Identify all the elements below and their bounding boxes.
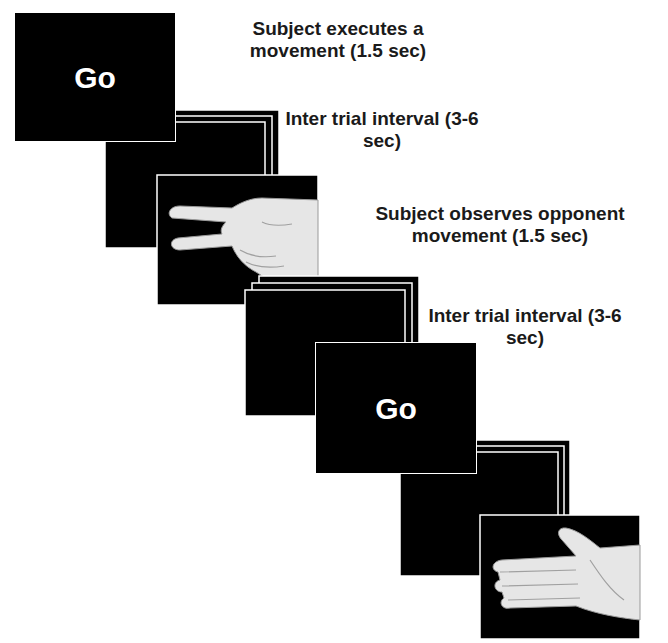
go-frame: Go [315,342,477,474]
hand-shape [493,528,640,620]
paper-hand-photo [480,515,640,639]
go-frame: Go [14,12,176,142]
finger-lines [240,222,292,267]
photo-frame [480,515,640,639]
phase-description: Subject observes opponent movement (1.5 … [339,203,661,247]
phase-description: Inter trial interval (3-6 sec) [427,305,623,349]
go-cue: Go [74,61,116,94]
go-cue: Go [375,392,417,425]
phase-description: Subject executes a movement (1.5 sec) [232,18,444,62]
phase-description: Inter trial interval (3-6 sec) [284,108,480,152]
finger-lines [500,560,624,600]
